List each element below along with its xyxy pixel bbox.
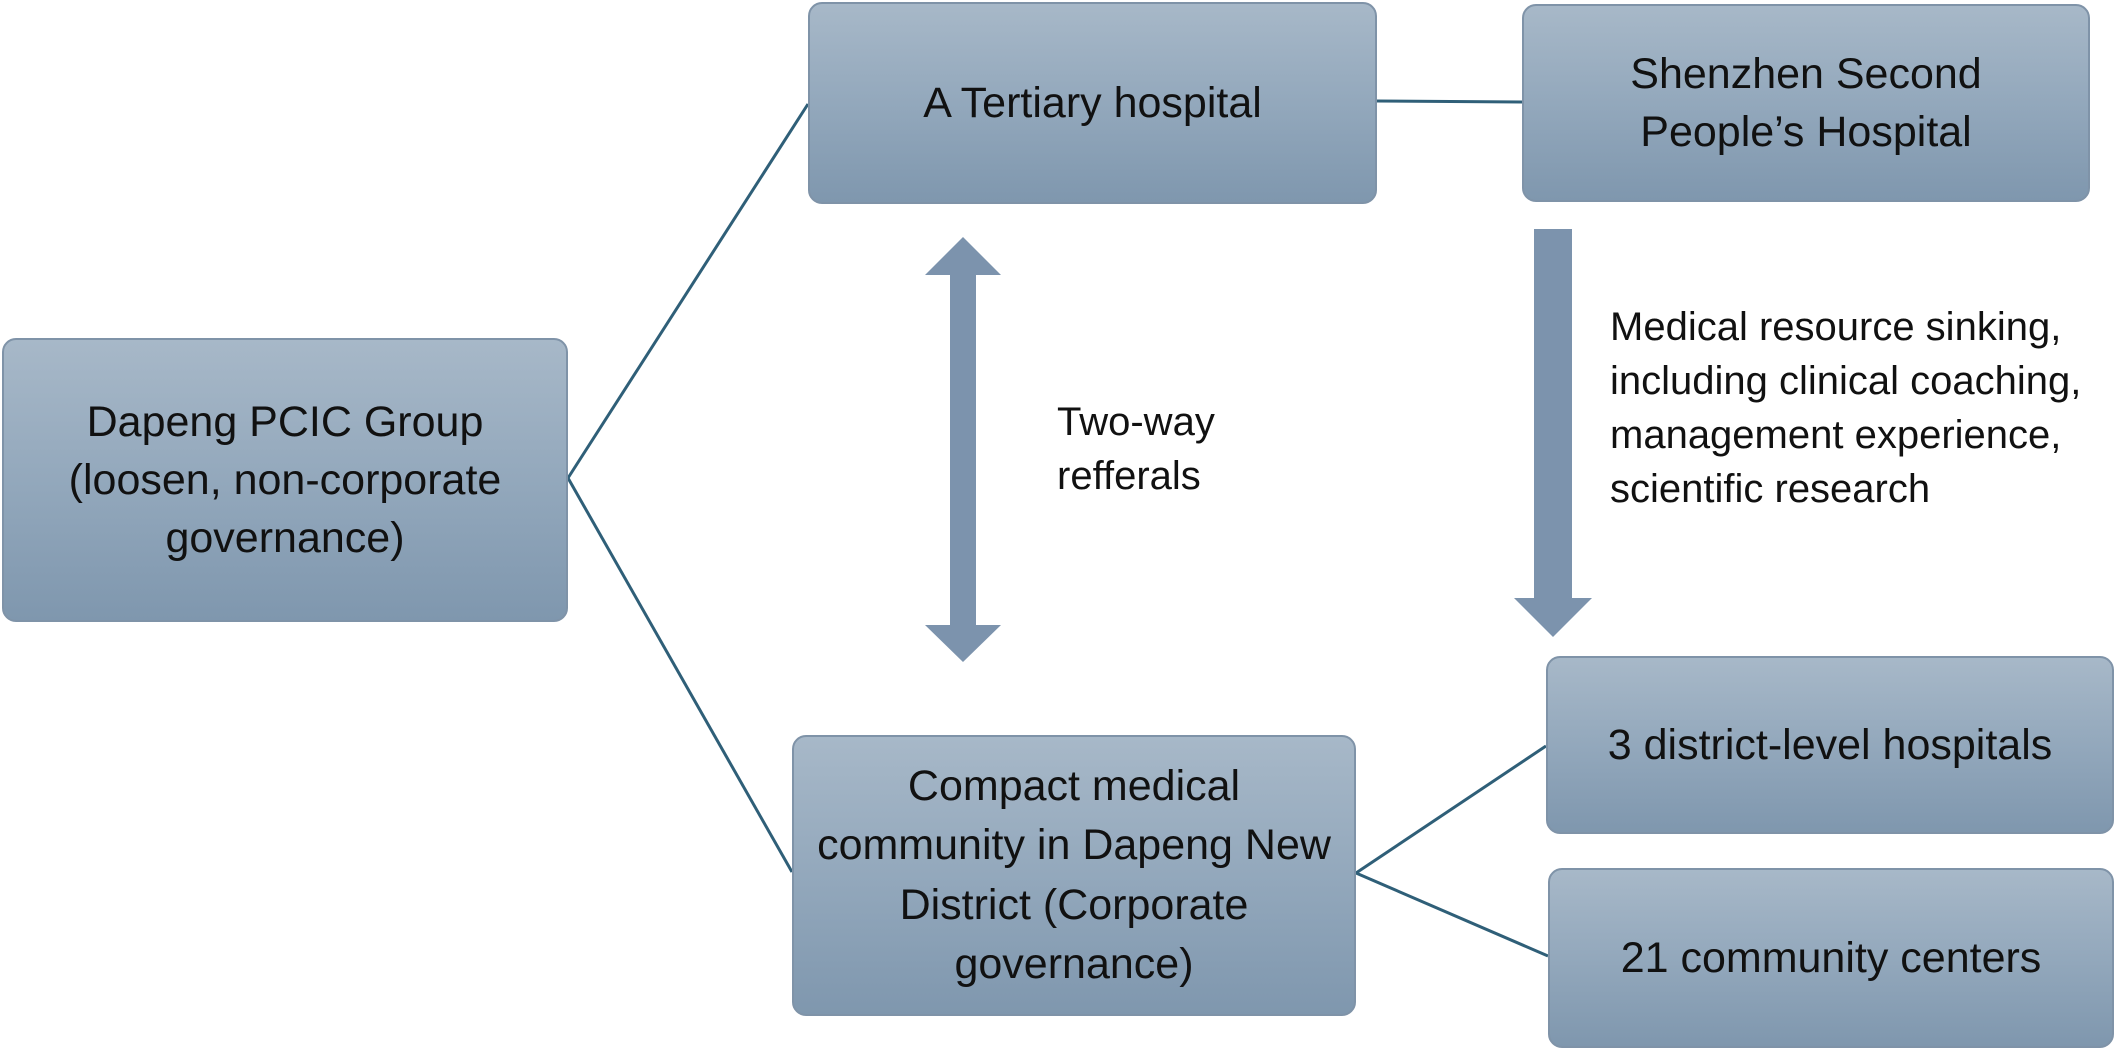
node-compact-medical-community: Compact medical community in Dapeng New …	[792, 735, 1356, 1016]
node-shenzhen-second-hospital: Shenzhen Second People’s Hospital	[1522, 4, 2090, 202]
connector-group-to-compact	[566, 477, 794, 873]
node-tertiary-hospital-label: A Tertiary hospital	[923, 78, 1262, 127]
two-way-referrals-label: Two-way refferals	[1057, 400, 1215, 498]
node-community-centers: 21 community centers	[1548, 868, 2114, 1048]
node-dapeng-group: Dapeng PCIC Group (loosen, non-corporate…	[2, 338, 568, 622]
two-way-arrow	[925, 237, 1001, 662]
connector-compact-to-district	[1355, 744, 1547, 875]
connector-group-to-tertiary	[566, 103, 810, 479]
node-tertiary-hospital: A Tertiary hospital	[808, 2, 1377, 204]
node-compact-medical-community-label: Compact medical community in Dapeng New …	[817, 761, 1331, 988]
connector-compact-to-centers	[1355, 871, 1549, 958]
node-shenzhen-second-hospital-label: Shenzhen Second People’s Hospital	[1630, 49, 1982, 156]
node-dapeng-group-label: Dapeng PCIC Group (loosen, non-corporate…	[68, 397, 502, 563]
node-district-hospitals-label: 3 district-level hospitals	[1607, 720, 2053, 769]
connector-tertiary-to-shenzhen	[1376, 99, 1523, 104]
node-district-hospitals: 3 district-level hospitals	[1546, 656, 2114, 834]
resource-sinking-arrow	[1514, 229, 1592, 637]
node-community-centers-label: 21 community centers	[1620, 933, 2042, 982]
resource-sinking-label: Medical resource sinking, including clin…	[1610, 305, 2082, 511]
